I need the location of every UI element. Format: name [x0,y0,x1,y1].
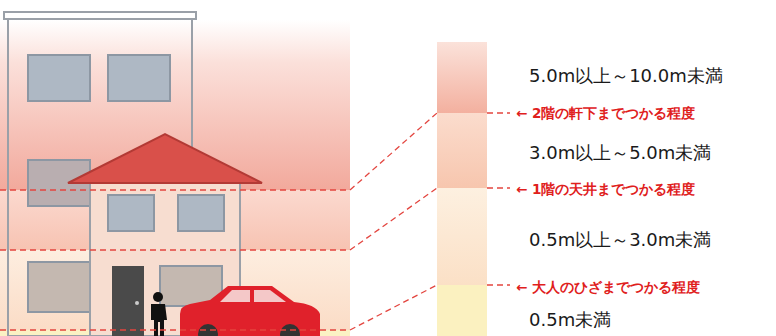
depth-range: 0.5m未満 [527,310,613,331]
depth-note: ← 大人のひざまでつかる程度 [514,280,702,296]
depth-range: 0.5m以上～3.0m未満 [527,230,713,251]
depth-scale-bar [437,42,487,336]
depth-note: ← 2階の軒下までつかる程度 [514,106,697,122]
depth-range: 3.0m以上～5.0m未満 [527,143,713,164]
depth-note: ← 1階の天井までつかる程度 [514,182,697,198]
car [180,286,320,336]
level-leader-line [0,113,510,330]
depth-range: 5.0m以上～10.0m未満 [527,66,725,87]
